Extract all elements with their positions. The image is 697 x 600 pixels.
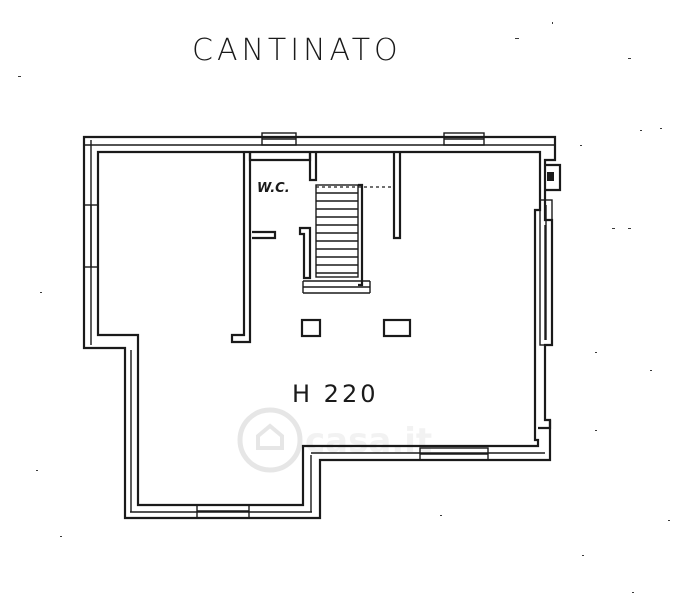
window-right (539, 199, 553, 346)
wall-thickness (84, 140, 555, 513)
watermark: casa.it (237, 407, 432, 473)
watermark-text: casa.it (305, 421, 432, 461)
watermark-logo-icon (237, 407, 303, 473)
outer-wall-outline (82, 135, 557, 520)
right-wall-detail (538, 163, 562, 430)
partition-walls (230, 152, 402, 344)
staircase (302, 183, 394, 294)
inner-wall-outline (96, 150, 542, 507)
plan-title: CANTINATO (192, 33, 402, 68)
ceiling-height-label: H 220 (292, 380, 378, 408)
pillar-right (382, 318, 412, 338)
pillar-left (300, 318, 322, 338)
windows (83, 132, 553, 519)
room-label-wc: W.C. (257, 181, 290, 196)
scan-specks (18, 22, 670, 593)
pillars (300, 318, 412, 338)
